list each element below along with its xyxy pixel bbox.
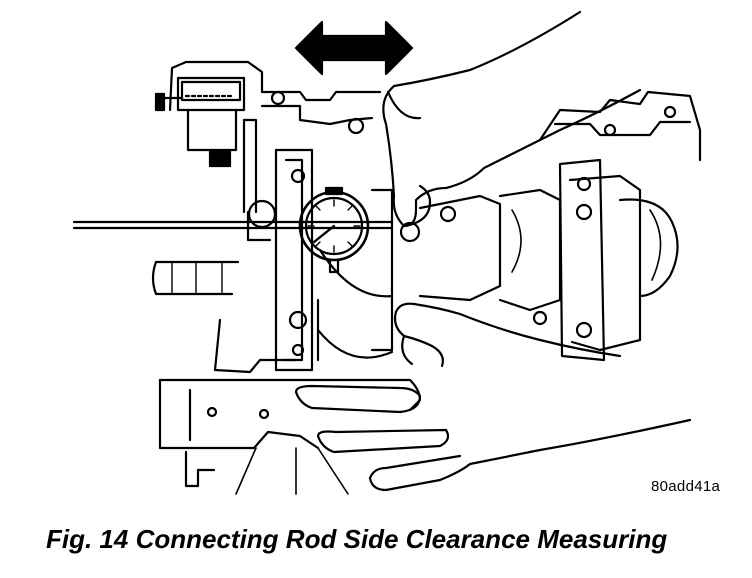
lower-fixture xyxy=(158,378,692,495)
dial-indicator-mount xyxy=(154,76,277,242)
hand-lower xyxy=(393,302,622,368)
engine-block xyxy=(168,60,702,374)
hand-upper xyxy=(382,10,642,228)
figure-caption: Fig. 14 Connecting Rod Side Clearance Me… xyxy=(46,524,668,554)
crankshaft xyxy=(151,174,679,352)
indicator-rod xyxy=(72,220,394,230)
dial-indicator-icon xyxy=(298,186,370,274)
connecting-rods xyxy=(274,148,606,372)
double-arrow-icon xyxy=(294,20,414,76)
figure-code: 80add41a xyxy=(651,478,721,495)
